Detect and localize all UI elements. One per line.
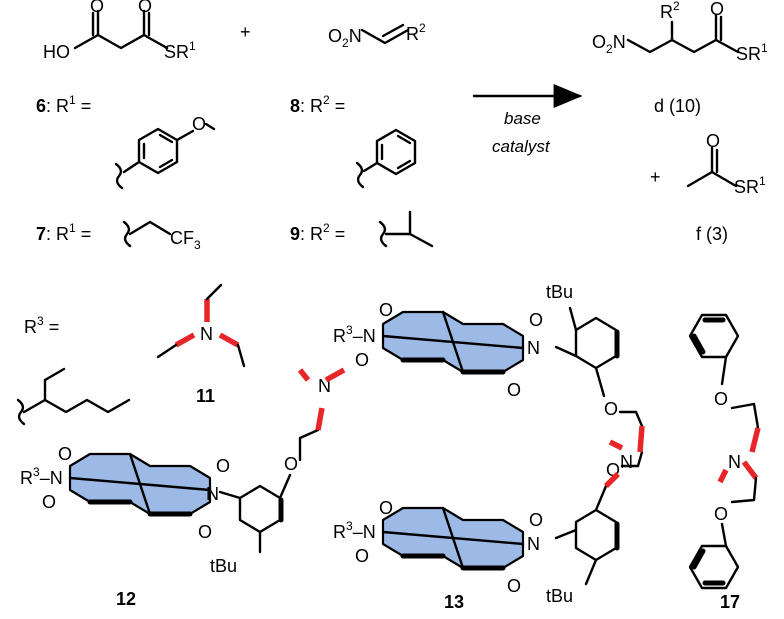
compound-12-aryl: tBu O N [210,367,346,576]
svg-text:O: O [714,389,728,409]
nitroalkene-structure: O2N R2 [328,21,426,50]
svg-text:R3 =: R3 = [24,314,59,337]
svg-text:9: R2 =: 9: R2 = [290,221,345,244]
isopropyl-structure [378,210,434,248]
compound-17-structure: O N O [688,313,761,590]
compound-12-label: 12 [116,589,136,609]
svg-text:N: N [527,534,540,554]
svg-text:O: O [529,510,543,530]
ethylhexyl-structure [16,367,131,426]
arrow-text-base: base [504,109,541,128]
svg-text:O: O [138,0,152,16]
compound-9-label: 9 [290,224,300,244]
svg-text:O: O [710,0,724,19]
ho-label: HO [43,42,70,62]
svg-text:R3–N: R3–N [20,465,63,488]
svg-text:N: N [527,338,540,358]
svg-text:O: O [58,444,72,464]
svg-text:O: O [42,492,56,512]
product-10-structure: O2N R2 O SR1 [592,0,768,64]
compound-8-label: 8 [290,96,300,116]
product-3-label: f (3) [696,224,728,244]
compound-13-bottom-aryl: tBu O [546,450,644,606]
svg-text:O: O [379,498,393,518]
compound-13-amine-linker: N [604,425,645,488]
compound-13-label: 13 [444,592,464,612]
product-10-label: d (10) [654,96,701,116]
phenyl-structure [355,128,417,189]
compound-6-label: 6 [36,96,46,116]
svg-text:tBu: tBu [546,586,573,606]
svg-text:O: O [507,380,521,400]
trifluoropropyl-structure: CF3 [122,220,201,252]
svg-text:O: O [507,576,521,596]
svg-text:O: O [355,350,369,370]
methoxyphenyl-structure: O [114,114,216,190]
svg-text:R2: R2 [660,0,680,22]
ndi-core-13-bottom: R3–N O O O O N [333,498,543,596]
sr1-label: SR [164,42,189,62]
svg-text:tBu: tBu [210,556,237,576]
svg-text:8: R2 =: 8: R2 = [290,93,345,116]
compound-17-label: 17 [720,592,740,612]
svg-text:O: O [355,546,369,566]
svg-text:CF3: CF3 [170,228,201,252]
malonic-thioester-structure: O O HO SR1 [43,0,196,62]
svg-text:R3–N: R3–N [333,519,376,542]
svg-text:O: O [604,399,618,419]
svg-text:O: O [529,310,543,330]
plus-sign-1: + [240,22,251,42]
svg-text:O: O [379,300,393,320]
svg-text:O: O [216,456,230,476]
svg-text:R3–N: R3–N [333,323,376,346]
svg-text:6: R1 =: 6: R1 = [36,93,91,116]
compound-11-structure: N [156,283,246,368]
plus-sign-2: + [650,167,661,187]
compound-11-label: 11 [196,386,215,406]
svg-text:7: R1 =: 7: R1 = [36,221,91,244]
svg-text:SR1: SR1 [164,39,196,62]
svg-text:O: O [198,522,212,542]
svg-text:R2: R2 [406,21,426,44]
ndi-core-12: R3–N O O O O N [20,444,230,542]
ndi-core-13-top: R3–N O O O O N [333,300,543,400]
thioacetate-structure: O SR1 [686,131,766,197]
svg-text:N: N [206,484,219,504]
svg-text:O2N: O2N [328,26,362,50]
o2n-label: O [328,26,342,46]
svg-text:tBu: tBu [546,282,573,302]
compound-7-label: 7 [36,224,46,244]
svg-text:O: O [90,0,104,16]
compound-13-top-aryl: tBu O [546,282,644,428]
svg-text:SR1: SR1 [736,41,768,64]
r2-label: R [406,24,419,44]
svg-text:O: O [192,114,206,134]
svg-text:O: O [284,454,298,474]
svg-text:N: N [620,452,633,472]
svg-text:O: O [706,131,720,151]
svg-text:N: N [200,324,213,344]
svg-text:SR1: SR1 [734,174,766,197]
r3-label: R [24,317,37,337]
arrow-text-catalyst: catalyst [492,137,551,156]
svg-text:N: N [728,452,741,472]
svg-text:O: O [714,504,728,524]
svg-text:O2N: O2N [592,32,626,56]
